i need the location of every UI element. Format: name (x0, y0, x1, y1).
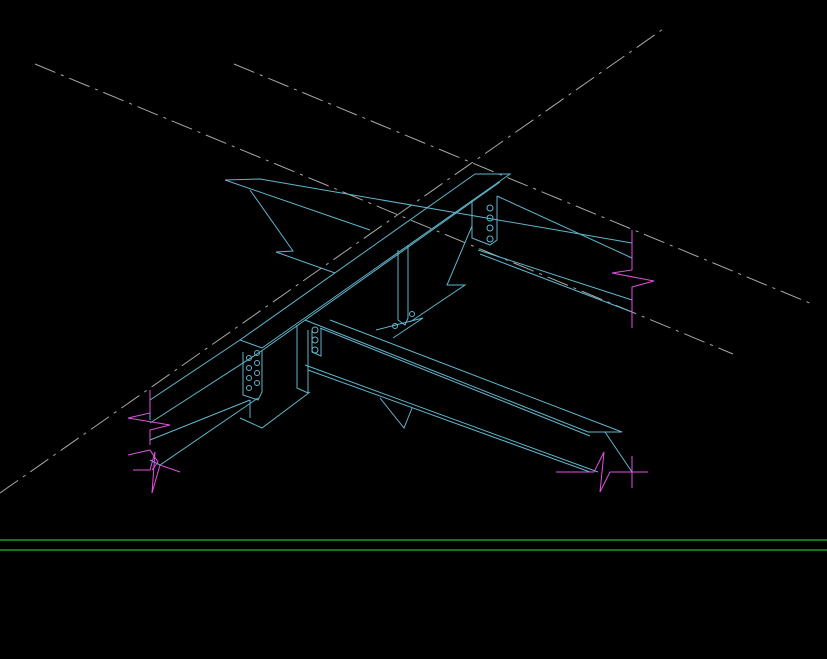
break-symbol-right-lower (556, 451, 648, 493)
break-symbols (127, 230, 655, 494)
bolts (246, 204, 494, 391)
centerline-3 (0, 26, 667, 494)
break-symbol-right-upper (611, 230, 655, 328)
main-diagonal-beam (149, 173, 512, 466)
upper-left-beam (224, 178, 633, 326)
centerline-2 (233, 63, 813, 305)
ground-lines (0, 539, 827, 551)
break-symbol-left-upper (127, 390, 171, 445)
lower-right-beam (296, 317, 633, 473)
break-symbol-left-lower (133, 451, 181, 494)
